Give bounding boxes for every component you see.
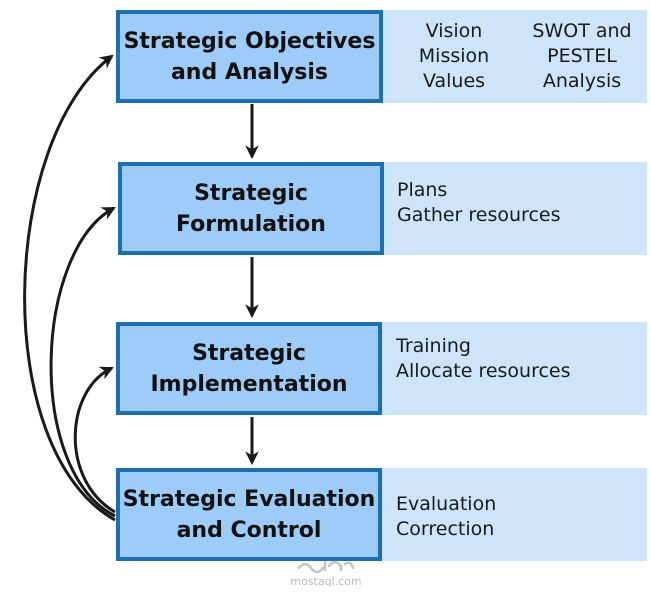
feedback-arrow-to-stage-3	[73, 366, 116, 514]
stage-3-panel	[381, 322, 647, 415]
stage-1-panel	[382, 10, 647, 103]
watermark-logo-icon	[297, 560, 355, 574]
stage-3-box: Strategic Implementation	[116, 322, 382, 415]
stage-1-note-analysis: SWOT and PESTEL Analysis	[532, 20, 632, 92]
stage-4-panel	[381, 468, 647, 561]
stage-2-note: Plans Gather resources	[397, 179, 561, 226]
stage-3-note: Training Allocate resources	[396, 335, 571, 382]
stage-4-note: Evaluation Correction	[396, 493, 497, 540]
feedback-arrow-to-stage-2	[49, 206, 116, 518]
feedback-arrow-to-stage-1	[23, 54, 116, 522]
stage-1-box: Strategic Objectives and Analysis	[116, 10, 383, 103]
stage-2-panel	[383, 162, 647, 255]
stage-2-box: Strategic Formulation	[118, 162, 384, 255]
stage-4-box: Strategic Evaluation and Control	[116, 468, 382, 561]
stage-1-note-values: Vision Mission Values	[418, 20, 490, 92]
watermark-text: mostaql.com	[290, 575, 362, 588]
watermark: mostaql.com	[286, 556, 366, 588]
